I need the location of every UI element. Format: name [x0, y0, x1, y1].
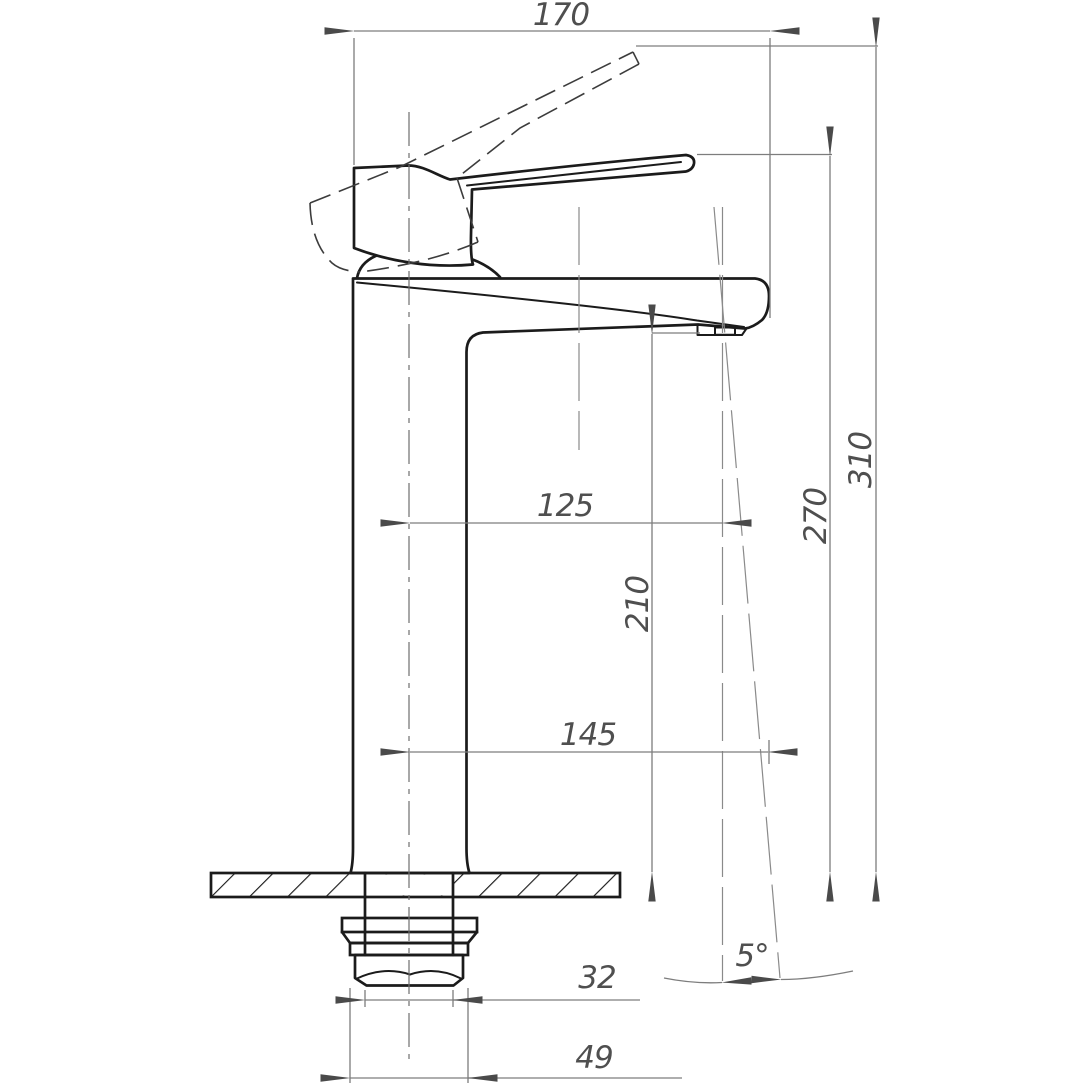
angle-arc-left	[663, 977, 752, 985]
faucet-outline	[209, 153, 771, 987]
angle-arc-right	[751, 970, 854, 984]
dim-270-label: 270	[798, 488, 834, 544]
dim-125-label: 125	[537, 488, 593, 524]
handle-phantom-outline	[309, 51, 640, 273]
reference-lines	[349, 38, 878, 1083]
hex-nut	[353, 953, 465, 987]
dimension-lines	[320, 17, 880, 1082]
phantom-lever-bottom-edge	[456, 63, 640, 179]
body-and-spout	[349, 277, 771, 875]
countertop	[209, 871, 622, 899]
phantom-lever-tip	[632, 51, 640, 65]
dim-145-label: 145	[560, 717, 616, 753]
phantom-handle-bottom-edge	[359, 241, 479, 273]
handle-and-lever	[352, 153, 696, 267]
hex-nut-chamfer-arcs	[356, 970, 462, 980]
phantom-handle-right-edge	[456, 177, 479, 243]
dim-210-label: 210	[620, 576, 656, 632]
dim-angle-label: 5°	[735, 938, 768, 974]
dimension-labels: 170 125 145 210 270 310 32 49 5°	[533, 0, 879, 1076]
dim-49-label: 49	[575, 1040, 612, 1076]
dim-32-label: 32	[578, 960, 615, 996]
spout-top-crease	[356, 281, 745, 328]
phantom-handle-left-edge	[309, 202, 361, 273]
dim-310-label: 310	[843, 432, 879, 488]
aerator-insert	[714, 326, 736, 336]
phantom-lever-top-edge	[309, 51, 634, 204]
stream-angled-reference	[713, 206, 781, 979]
lever-crease-line	[466, 161, 682, 187]
dim-170-label: 170	[533, 0, 589, 33]
